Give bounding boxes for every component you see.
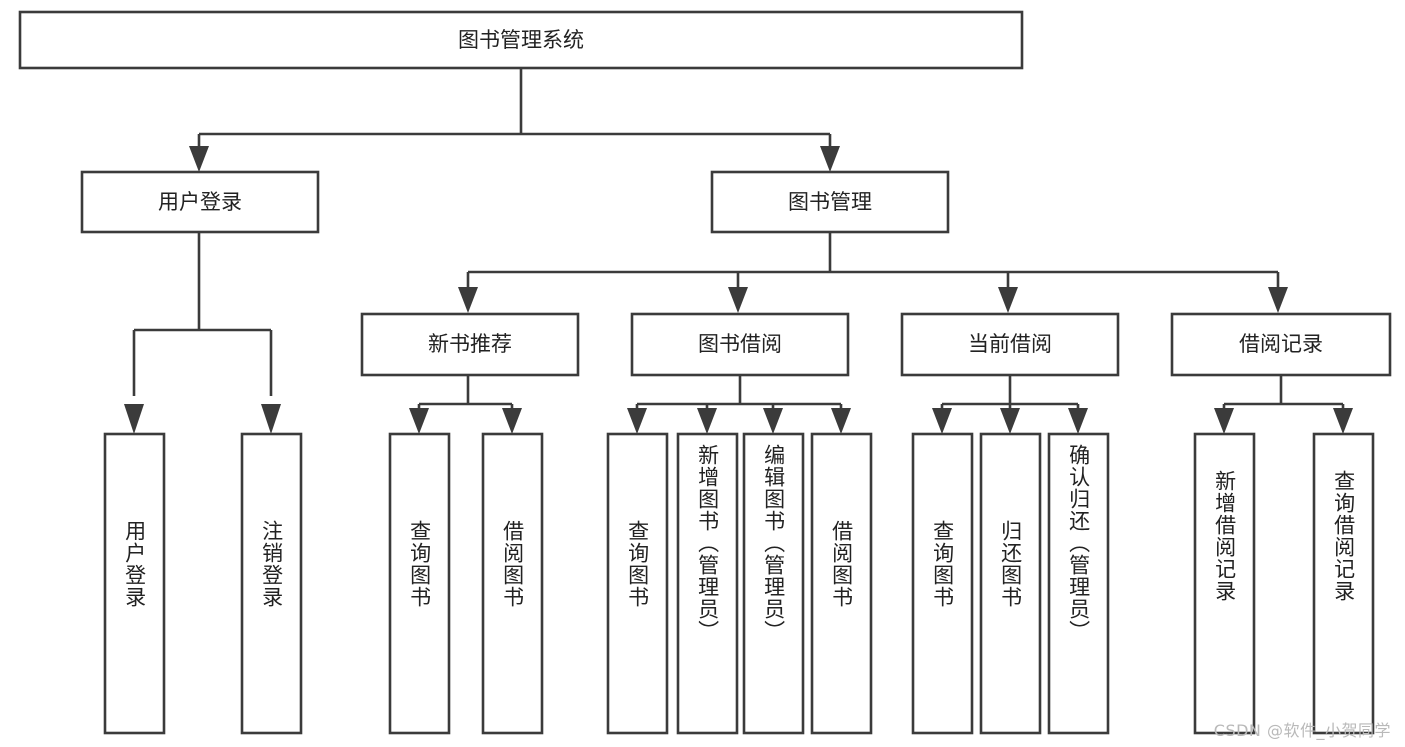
arrow-head-book-borrow [728, 287, 748, 313]
node-user-login-label: 用户登录 [158, 190, 242, 214]
arrow-head-book-manage [820, 146, 840, 172]
arrow-head-current-borrow [998, 287, 1018, 313]
node-leaf-query-book-1[interactable] [388, 432, 451, 735]
arrow-head-leaf-borrow-book-2 [831, 408, 851, 434]
arrow-head-leaf-query-book-3 [932, 408, 952, 434]
node-leaf-query-record[interactable] [1312, 432, 1375, 735]
node-current-borrow-label: 当前借阅 [968, 332, 1052, 356]
node-book-manage[interactable] [710, 170, 950, 234]
node-user-login[interactable] [80, 170, 320, 234]
node-leaf-edit-book[interactable] [742, 432, 805, 735]
node-layer: 图书管理系统 用户登录 图书管理 新书推荐 图书借阅 当前借阅 借阅记录 [18, 10, 1392, 735]
arrow-head-leaf-return-book [1000, 408, 1020, 434]
node-new-book-recommend[interactable] [360, 312, 580, 377]
node-leaf-confirm-return[interactable] [1047, 432, 1110, 735]
node-book-manage-label: 图书管理 [788, 190, 872, 214]
node-leaf-borrow-book-1[interactable] [481, 432, 544, 735]
node-book-borrow-label: 图书借阅 [698, 332, 782, 356]
node-borrow-record[interactable] [1170, 312, 1392, 377]
node-new-book-recommend-label: 新书推荐 [428, 332, 512, 356]
node-leaf-user-login[interactable] [103, 432, 166, 735]
node-leaf-query-book-3[interactable] [911, 432, 974, 735]
arrow-head-leaf-query-book-2 [627, 408, 647, 434]
node-book-borrow[interactable] [630, 312, 850, 377]
arrow-head-leaf-edit-book [763, 408, 783, 434]
node-leaf-query-book-2[interactable] [606, 432, 669, 735]
arrow-head-leaf-query-record [1333, 408, 1353, 434]
node-leaf-add-book[interactable] [676, 432, 739, 735]
arrow-head-leaf-user-logout [261, 404, 281, 434]
arrow-head-leaf-add-record [1214, 408, 1234, 434]
node-root[interactable] [18, 10, 1024, 70]
watermark: CSDN @软件_小贺同学 [1213, 721, 1391, 740]
node-current-borrow[interactable] [900, 312, 1120, 377]
node-borrow-record-label: 借阅记录 [1239, 332, 1323, 356]
arrow-head-user-login [189, 146, 209, 172]
arrow-head-leaf-add-book [697, 408, 717, 434]
arrow-head-leaf-borrow-book-1 [502, 408, 522, 434]
arrow-head-new-book-recommend [458, 287, 478, 313]
arrow-head-leaf-query-book-1 [409, 408, 429, 434]
arrow-head-leaf-confirm-return [1068, 408, 1088, 434]
node-leaf-return-book[interactable] [979, 432, 1042, 735]
node-root-label: 图书管理系统 [458, 28, 584, 52]
node-leaf-user-logout[interactable] [240, 432, 303, 735]
node-leaf-add-record[interactable] [1193, 432, 1256, 735]
arrow-head-leaf-user-login [124, 404, 144, 434]
connector-layer [124, 68, 1353, 434]
arrow-head-borrow-record [1268, 287, 1288, 313]
node-leaf-borrow-book-2[interactable] [810, 432, 873, 735]
